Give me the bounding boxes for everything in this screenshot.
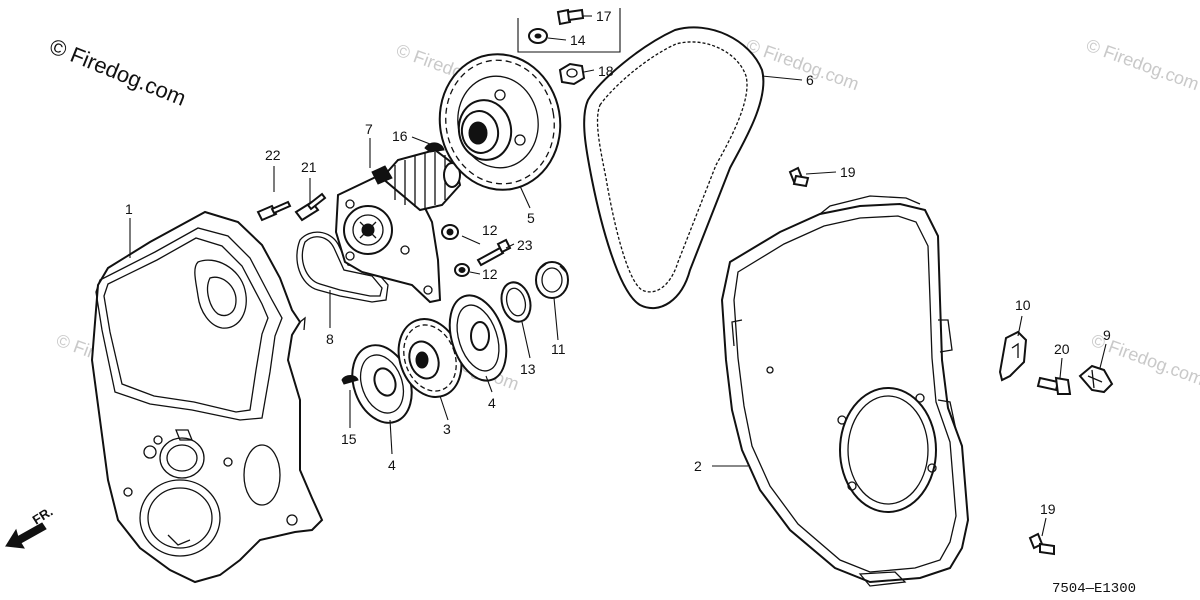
callout-15: 15 (341, 431, 357, 447)
inner-cover-part-1 (90, 210, 324, 584)
bracket-part-10 (998, 330, 1028, 382)
oil-pump-part-7 (334, 148, 462, 304)
bolt-washer-group (517, 8, 621, 53)
bolt-part-21 (294, 192, 327, 222)
timing-belt-part-6 (583, 26, 765, 310)
front-direction-label: FR. (30, 504, 56, 528)
front-direction-arrow: FR. (5, 504, 56, 549)
woodruff-key-part-15 (341, 375, 359, 385)
callout-21: 21 (301, 159, 317, 175)
oil-seal-part-11 (535, 261, 569, 299)
callout-10: 10 (1015, 297, 1031, 313)
bolt-part-23 (476, 238, 512, 267)
callout-9: 9 (1103, 327, 1111, 343)
callout-1: 1 (125, 201, 133, 217)
bolt-part-19-upper (788, 166, 810, 188)
callout-13: 13 (520, 361, 536, 377)
callout-19-lower: 19 (1040, 501, 1056, 517)
callout-12-upper: 12 (482, 222, 498, 238)
callout-22: 22 (265, 147, 281, 163)
bolt-part-17 (556, 8, 572, 26)
circlip-part-13 (500, 281, 532, 323)
camshaft-pulley-part-5 (438, 53, 562, 191)
callout-20: 20 (1054, 341, 1070, 357)
belt-guide-part-4-front (351, 344, 413, 424)
bolt-part-22 (256, 200, 292, 222)
watermark-main: © Firedog.com (46, 33, 189, 110)
woodruff-key-part-16 (424, 142, 445, 153)
watermark-faint: © Firedog.com (1084, 35, 1200, 94)
callout-12-lower: 12 (482, 266, 498, 282)
callout-3: 3 (443, 421, 451, 437)
nut-part-18 (558, 62, 586, 86)
callout-6: 6 (806, 72, 814, 88)
callout-18: 18 (598, 63, 614, 79)
callout-16: 16 (392, 128, 408, 144)
bolt-part-19-lower (1028, 532, 1055, 556)
callout-2: 2 (694, 458, 702, 474)
callout-11: 11 (551, 341, 566, 357)
crankshaft-pulley-part-3 (397, 318, 463, 398)
callout-14: 14 (570, 32, 586, 48)
callout-4-rear: 4 (488, 395, 496, 411)
callout-7: 7 (365, 121, 373, 137)
washer-part-12-upper (441, 224, 459, 240)
callout-23: 23 (517, 237, 533, 253)
outer-cover-part-2 (720, 195, 970, 587)
washer-part-12-lower (454, 263, 470, 277)
callout-5: 5 (527, 210, 535, 226)
callout-8: 8 (326, 331, 334, 347)
gasket-part-8 (296, 231, 389, 303)
callout-19-upper: 19 (840, 164, 856, 180)
callout-4-front: 4 (388, 457, 396, 473)
bolt-part-20 (1036, 376, 1072, 395)
belt-guide-part-4-rear (448, 294, 508, 382)
diagram-code: 7504—E1300 (1052, 581, 1136, 597)
callouts: 1 2 3 4 4 5 6 7 8 9 10 11 12 12 13 14 15… (125, 8, 1111, 517)
callout-17: 17 (596, 8, 612, 24)
cable-clip-part-9 (1078, 364, 1114, 394)
leader-lines (129, 15, 1107, 537)
